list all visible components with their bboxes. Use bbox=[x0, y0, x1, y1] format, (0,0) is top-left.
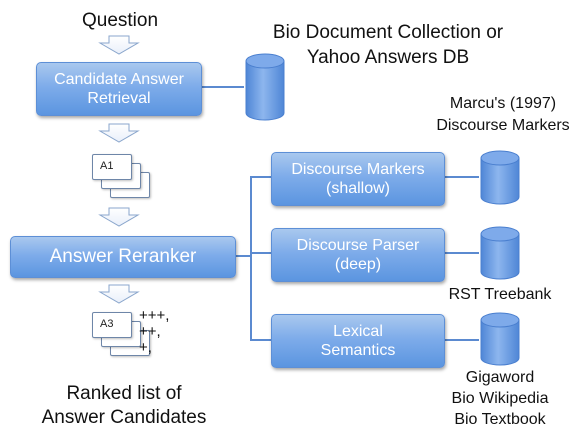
flow-arrow-3 bbox=[98, 207, 140, 227]
candidate-box-line1: Candidate Answer bbox=[54, 70, 184, 88]
source-gigaword: Gigaword bbox=[465, 369, 535, 386]
marcu-database-icon bbox=[480, 150, 520, 205]
candidate-retrieval-box: Candidate Answer Retrieval bbox=[36, 62, 202, 116]
document-label-a1: A1 bbox=[100, 160, 114, 172]
lexical-semantics-box: Lexical Semantics bbox=[271, 314, 445, 368]
ranked-list-line2: Answer Candidates bbox=[41, 407, 207, 428]
connector-bracket bbox=[250, 176, 271, 341]
candidate-box-line2: Retrieval bbox=[87, 90, 151, 107]
lexical-box-line2: Semantics bbox=[320, 342, 396, 359]
marcu-label-line2: Discourse Markers bbox=[436, 117, 570, 134]
document-label-a3: A3 bbox=[100, 318, 114, 330]
document-icon: A1 bbox=[92, 154, 132, 180]
collection-database-icon bbox=[245, 53, 285, 121]
collection-label-line1: Bio Document Collection or bbox=[272, 22, 504, 43]
discourse-parser-box: Discourse Parser (deep) bbox=[271, 228, 445, 282]
lexical-database-icon bbox=[480, 312, 520, 366]
ranked-list-line1: Ranked list of bbox=[66, 383, 182, 404]
rst-database-icon bbox=[480, 226, 520, 280]
rank-marks: +++, ++, +, bbox=[139, 308, 169, 356]
document-icon: A3 bbox=[92, 312, 132, 338]
markers-box-line1: Discourse Markers bbox=[291, 160, 425, 178]
source-bio-wikipedia: Bio Wikipedia bbox=[451, 390, 549, 407]
flow-arrow-1 bbox=[98, 35, 140, 55]
collection-label: Bio Document Collection or Yahoo Answers… bbox=[258, 20, 518, 70]
source-bio-textbook: Bio Textbook bbox=[454, 411, 546, 428]
marcu-label-line1: Marcu's (1997) bbox=[449, 95, 557, 112]
rank-mark-mid: ++, bbox=[139, 323, 161, 340]
marcu-label: Marcu's (1997) Discourse Markers bbox=[418, 93, 576, 137]
lexical-sources-label: Gigaword Bio Wikipedia Bio Textbook bbox=[436, 367, 564, 430]
lexical-box-line1: Lexical bbox=[333, 322, 383, 340]
ranked-list-label: Ranked list of Answer Candidates bbox=[14, 382, 234, 430]
answer-reranker-box: Answer Reranker bbox=[10, 236, 236, 278]
reranker-box-label: Answer Reranker bbox=[49, 245, 197, 267]
flow-arrow-2 bbox=[98, 123, 140, 143]
rst-treebank-label: RST Treebank bbox=[448, 286, 552, 303]
parser-box-line1: Discourse Parser bbox=[296, 236, 420, 254]
discourse-markers-box: Discourse Markers (shallow) bbox=[271, 152, 445, 206]
flow-arrow-4 bbox=[98, 284, 140, 304]
parser-box-line2: (deep) bbox=[334, 256, 382, 273]
markers-box-line2: (shallow) bbox=[325, 180, 390, 197]
rank-mark-low: +, bbox=[139, 339, 152, 356]
collection-label-line2: Yahoo Answers DB bbox=[306, 47, 470, 68]
rank-mark-high: +++, bbox=[139, 307, 170, 324]
question-label: Question bbox=[81, 10, 159, 31]
